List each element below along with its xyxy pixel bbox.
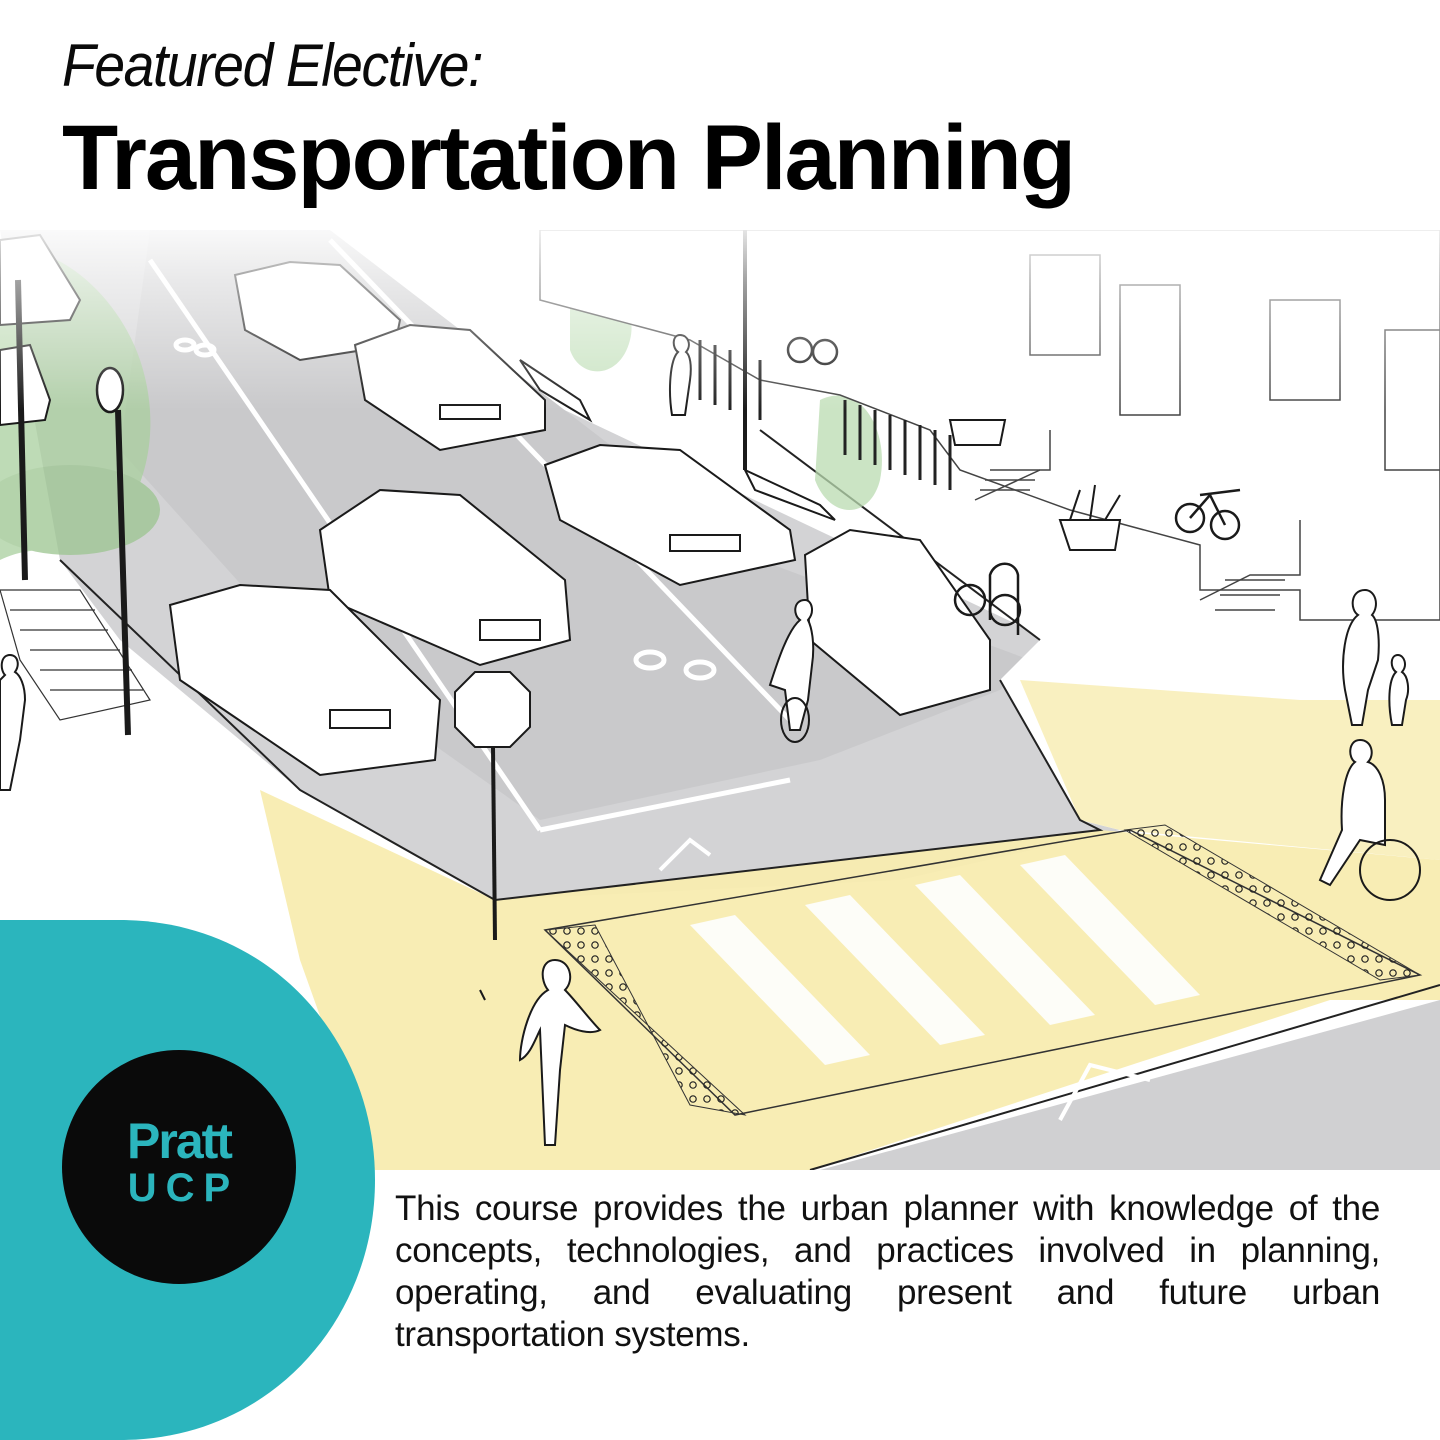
top-fade (0, 210, 1440, 410)
kicker-text: Featured Elective: (62, 32, 483, 99)
curb-lines (59, 429, 1104, 902)
planters (948, 419, 1122, 551)
course-description: This course provides the urban planner w… (395, 1189, 1380, 1354)
page-header: Featured Elective: Transportation Planni… (62, 26, 1076, 209)
logo-ucp-text: UCP (127, 1166, 240, 1210)
page-title: Transportation Planning (62, 107, 1076, 209)
pratt-ucp-logo: Pratt UCP (62, 1050, 296, 1284)
description-panel (375, 1170, 1440, 1440)
brick-paving (0, 589, 151, 721)
stop-sign (454, 671, 531, 941)
logo-pratt-text: Pratt (127, 1113, 233, 1169)
